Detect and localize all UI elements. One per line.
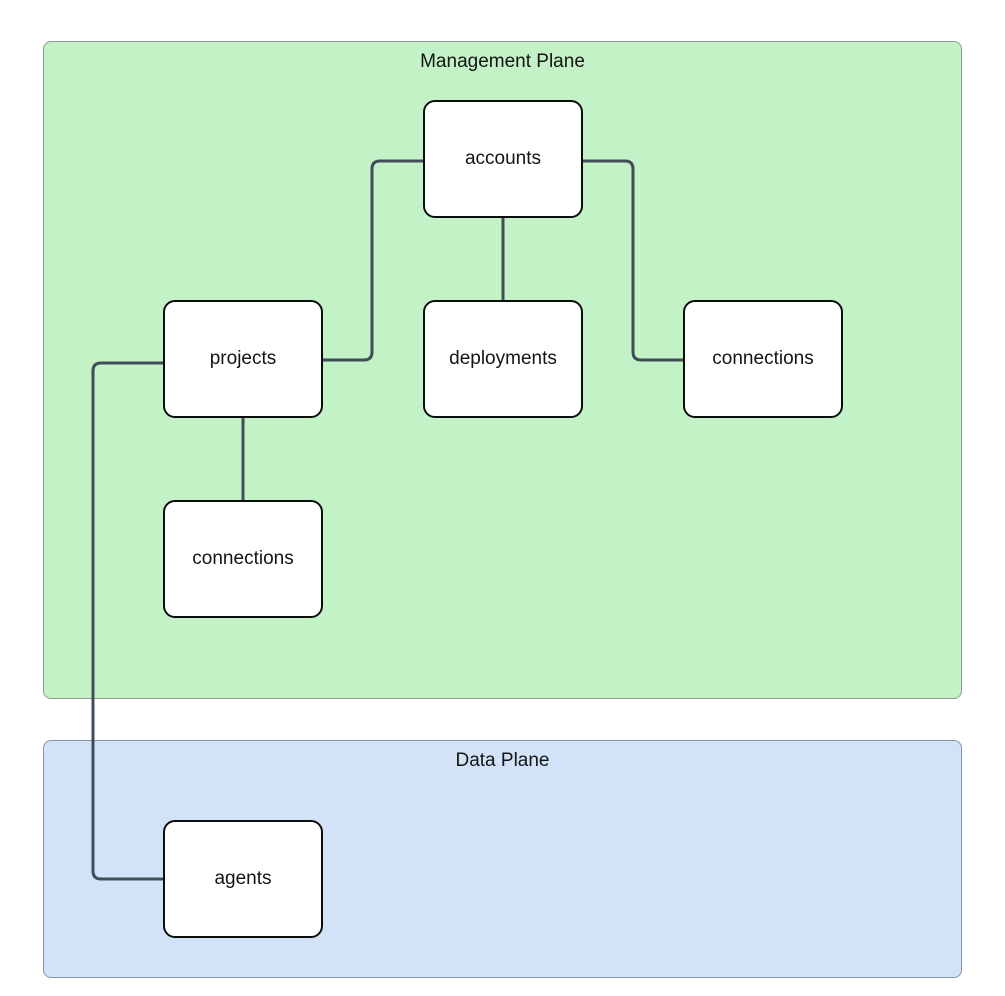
edge-projects-accounts: [322, 159, 423, 362]
node-connections-accounts-label: connections: [712, 348, 814, 369]
node-deployments-label: deployments: [449, 348, 557, 369]
node-projects: projects: [163, 300, 323, 418]
node-connections-projects-label: connections: [192, 548, 294, 569]
node-deployments: deployments: [423, 300, 583, 418]
node-agents: agents: [163, 820, 323, 938]
node-accounts: accounts: [423, 100, 583, 218]
node-connections-accounts: connections: [683, 300, 843, 418]
node-accounts-label: accounts: [464, 148, 542, 169]
node-connections-projects: connections: [163, 500, 323, 618]
edge-accounts-connections: [583, 159, 683, 362]
management-plane-title: Management Plane: [420, 51, 585, 72]
node-projects-label: projects: [209, 348, 277, 369]
node-agents-label: agents: [214, 868, 272, 889]
edge-projects-agents: [91, 361, 163, 881]
data-plane-title: Data Plane: [455, 750, 550, 771]
